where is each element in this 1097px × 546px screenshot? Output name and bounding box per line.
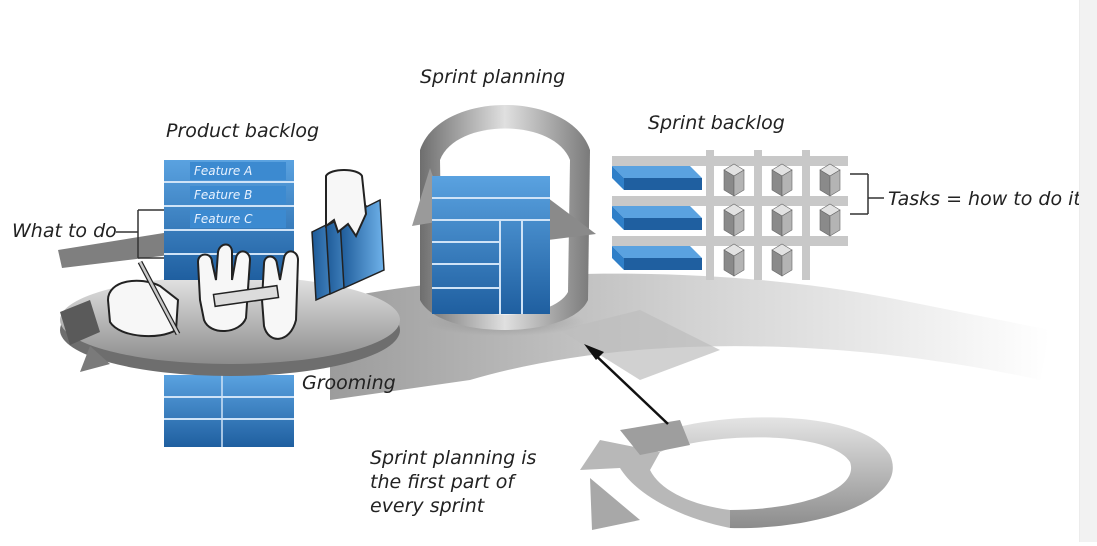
sprint-planning-label: Sprint planning xyxy=(420,66,566,88)
task-cube xyxy=(771,243,793,277)
task-cube xyxy=(819,203,841,237)
task-cube xyxy=(771,163,793,197)
task-cube xyxy=(723,203,745,237)
pointer-arrow xyxy=(584,344,669,425)
task-cube xyxy=(723,243,745,277)
task-cubes xyxy=(723,163,841,277)
task-cube xyxy=(723,163,745,197)
tasks-bracket xyxy=(850,173,884,215)
feature-b-label: Feature B xyxy=(194,188,253,202)
product-backlog-label: Product backlog xyxy=(166,120,320,142)
feature-a-label: Feature A xyxy=(194,164,253,178)
note-line: Sprint planning is xyxy=(370,447,537,469)
feature-c-label: Feature C xyxy=(194,212,253,226)
hand-writing-icon xyxy=(106,260,181,338)
note-line: every sprint xyxy=(370,495,485,517)
what-to-do-arrow xyxy=(58,209,170,268)
sprint-backlog-label: Sprint backlog xyxy=(648,112,785,134)
note-line: the first part of xyxy=(370,471,515,493)
sprint-planning-loop xyxy=(412,105,596,330)
hand-measuring-icon xyxy=(196,243,300,340)
product-backlog-stack-lower xyxy=(164,375,294,447)
sprint-note: Sprint planning is the first part of eve… xyxy=(370,446,536,518)
what-to-do-label: What to do xyxy=(12,220,117,242)
grooming-label: Grooming xyxy=(302,372,396,394)
scrollbar[interactable] xyxy=(1079,0,1097,542)
sprint-backlog-grid xyxy=(612,150,848,280)
hand-pointing-icon xyxy=(325,169,368,239)
task-cube xyxy=(771,203,793,237)
tasks-label: Tasks = how to do it xyxy=(888,188,1081,210)
sprint-cycle-arrow xyxy=(580,417,893,530)
task-cube xyxy=(819,163,841,197)
